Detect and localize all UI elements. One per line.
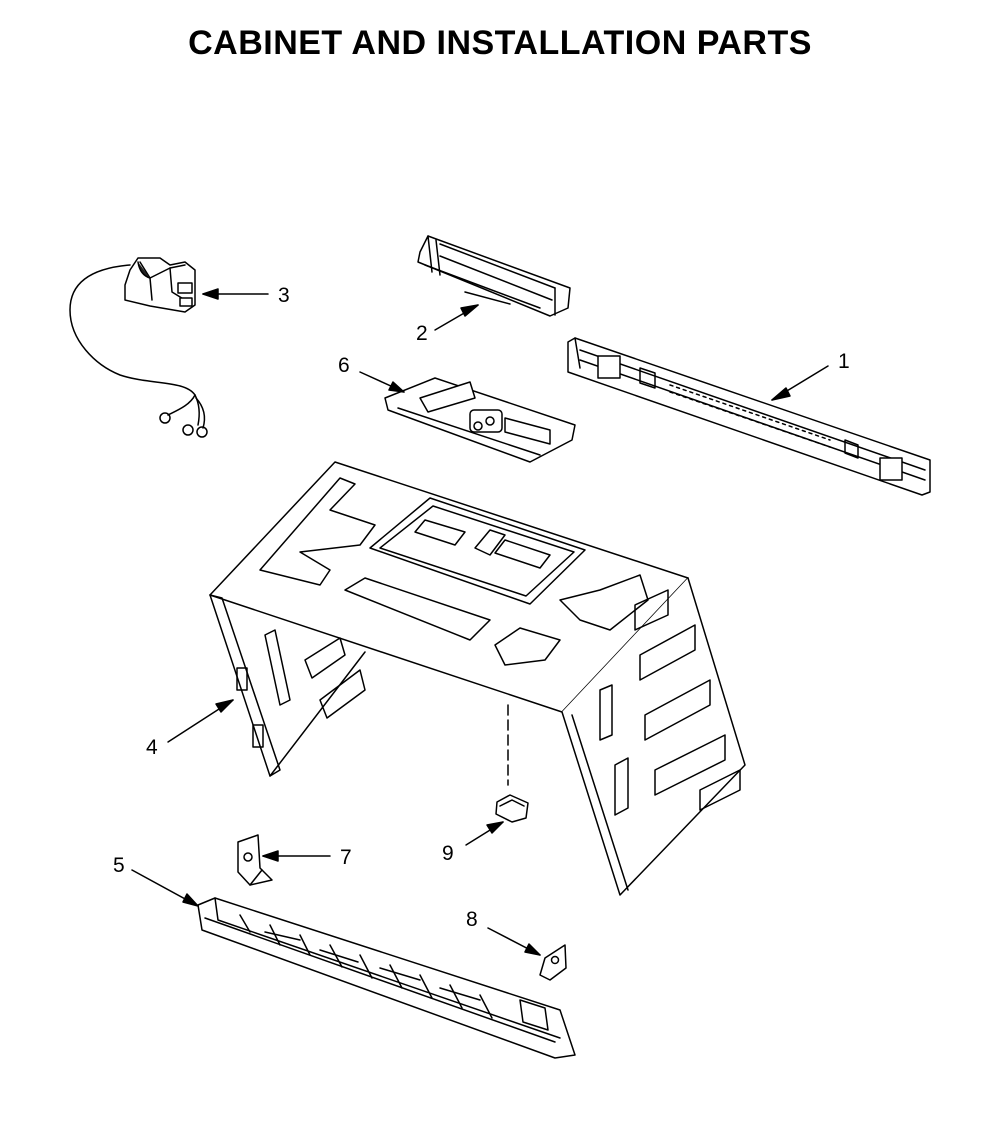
page-title: CABINET AND INSTALLATION PARTS — [188, 24, 812, 62]
leader-lines — [131, 288, 829, 956]
callout-6: 6 — [338, 354, 350, 377]
part-7-clip — [237, 834, 273, 886]
part-2-bracket — [417, 235, 571, 317]
callout-7: 7 — [340, 846, 352, 869]
callout-1: 1 — [838, 350, 850, 373]
part-6-plate — [384, 377, 576, 463]
part-1-top-plate — [567, 337, 931, 496]
part-8-clip — [539, 944, 567, 981]
callout-2: 2 — [416, 322, 428, 345]
callout-9: 9 — [442, 842, 454, 865]
part-9-grommet — [495, 704, 529, 823]
part-3-power-cord — [69, 257, 208, 438]
callout-3: 3 — [278, 284, 290, 307]
callout-8: 8 — [466, 908, 478, 931]
callout-4: 4 — [146, 736, 158, 759]
part-5-trim — [197, 897, 576, 1059]
callout-5: 5 — [113, 854, 125, 877]
part-4-cabinet — [209, 461, 746, 896]
